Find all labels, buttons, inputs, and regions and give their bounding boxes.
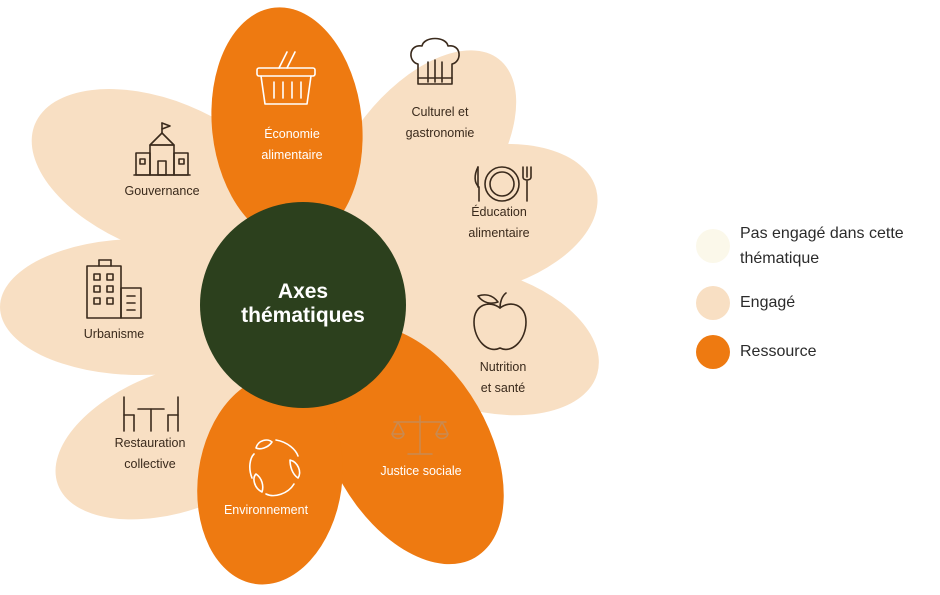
basket-icon <box>256 51 316 105</box>
petal-label-economie: Économie alimentaire <box>261 127 323 162</box>
legend-label-ressource: Ressource <box>740 343 817 360</box>
petal-label-urbanisme: Urbanisme <box>83 327 145 341</box>
petal-label-restauration: Restauration collective <box>114 436 186 471</box>
center-title-line1: Axes <box>277 280 329 303</box>
scale-icon <box>391 415 449 455</box>
center-circle <box>200 202 406 408</box>
table-chairs-icon <box>123 396 179 432</box>
center-title-line2: thématiques <box>241 304 365 327</box>
recycle-leaves-icon <box>249 439 301 497</box>
petal-label-environnement: Environnement <box>223 503 309 517</box>
petal-education <box>352 143 598 297</box>
legend-label-pas-engage: Pas engagé dans cette thématique <box>740 225 904 267</box>
petal-label-gouvernance: Gouvernance <box>124 184 200 198</box>
center-title: Axes thématiques <box>241 280 365 328</box>
buildings-icon <box>86 259 142 319</box>
legend-swatch-pas-engage <box>696 229 730 263</box>
legend-swatch-engage <box>696 286 730 320</box>
petal-environnement <box>197 375 343 585</box>
apple-icon <box>473 292 527 351</box>
petal-economie <box>211 7 363 243</box>
town-hall-icon <box>133 122 191 176</box>
petal-label-justice: Justice sociale <box>380 464 462 478</box>
petal-label-culturel: Culturel et gastronomie <box>405 105 475 140</box>
chef-hat-icon <box>410 37 460 85</box>
legend-swatch-ressource <box>696 335 730 369</box>
petal-label-education: Éducation alimentaire <box>468 205 530 240</box>
petal-label-nutrition: Nutrition et santé <box>479 360 527 395</box>
plate-cutlery-icon <box>474 166 532 202</box>
legend-label-engage: Engagé <box>740 294 796 311</box>
